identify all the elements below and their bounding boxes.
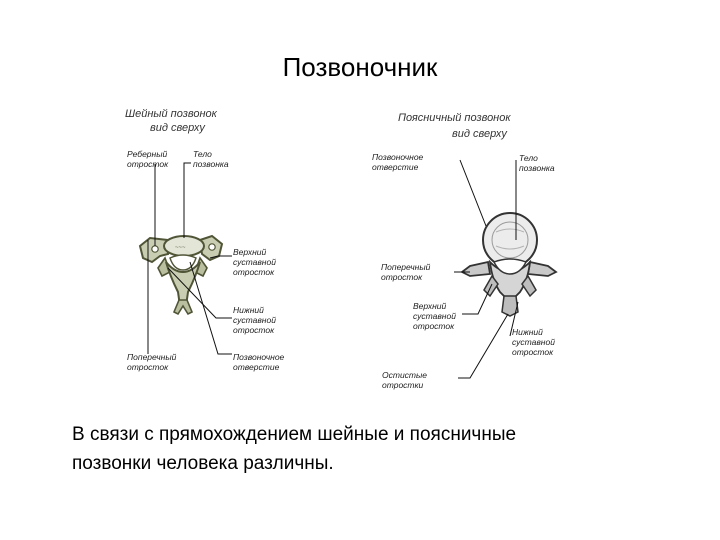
slide-title: Позвоночник [282,52,438,82]
cervical-vertebra-figure: Шейный позвонок вид сверху ~~~ [125,108,287,372]
lumbar-heading-line1: Поясничный позвонок [398,112,511,124]
lumbar-label-transverse-process: Поперечный отросток [381,262,433,282]
lumbar-heading-line2: вид сверху [452,128,508,140]
cervical-label-transverse-process: Поперечный отросток [127,352,179,372]
cervical-label-vertebral-foramen: Позвоночное отверстие [233,352,287,372]
cervical-heading-line1: Шейный позвонок [125,108,218,120]
slide-caption: В связи с прямохождением шейные и поясни… [72,420,672,478]
cervical-label-body: Тело позвонка [193,149,229,169]
cervical-label-lower-articular: Нижний суставной отросток [233,305,278,335]
caption-line-1: В связи с прямохождением шейные и поясни… [72,424,517,445]
lumbar-label-upper-articular: Верхний суставной отросток [413,301,458,331]
lumbar-vertebra-drawing [460,212,558,317]
lumbar-label-spinous-process: Остистые отростки [382,370,429,390]
lumbar-label-vertebral-foramen: Позвоночное отверстие [372,152,426,172]
cervical-label-rib-process: Реберный отросток [127,149,170,169]
cervical-heading-line2: вид сверху [150,122,206,134]
cervical-vertebra-drawing: ~~~ [138,234,224,316]
lumbar-label-lower-articular: Нижний суставной отросток [512,327,557,357]
lumbar-label-body: Тело позвонка [519,153,555,173]
caption-line-2: позвонки человека различны. [72,453,334,474]
svg-text:~~~: ~~~ [175,245,186,251]
cervical-label-upper-articular: Верхний суставной отросток [233,247,278,277]
lumbar-vertebra-figure: Поясничный позвонок вид сверху [372,112,558,390]
